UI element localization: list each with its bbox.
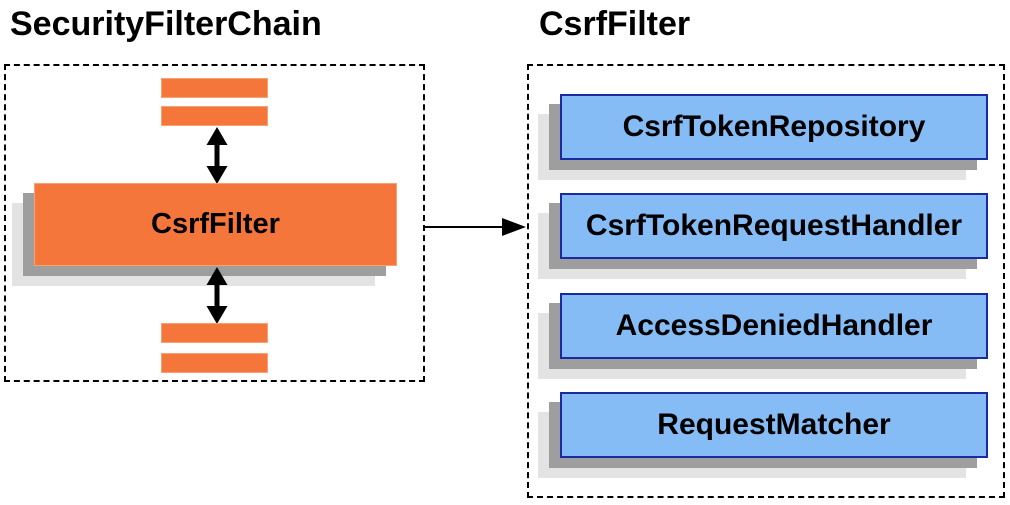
- filter-chain-bar: [161, 323, 268, 343]
- left-panel-title: SecurityFilterChain: [10, 5, 322, 43]
- component-request-matcher: RequestMatcher: [560, 392, 988, 458]
- right-panel-title: CsrfFilter: [539, 5, 691, 43]
- filter-chain-bar: [161, 78, 268, 98]
- double-arrow-up-down-icon: [206, 127, 228, 184]
- security-filter-chain-box: CsrfFilter: [4, 64, 425, 382]
- csrf-filter-detail-box: CsrfTokenRepository CsrfTokenRequestHand…: [527, 64, 1005, 498]
- component-access-denied-handler: AccessDeniedHandler: [560, 293, 988, 359]
- filter-chain-bar: [161, 106, 268, 126]
- component-csrf-token-request-handler: CsrfTokenRequestHandler: [560, 193, 988, 259]
- filter-chain-bar: [161, 353, 268, 373]
- csrf-filter-node: CsrfFilter: [34, 183, 397, 266]
- double-arrow-up-down-icon: [206, 267, 228, 324]
- component-csrf-token-repository: CsrfTokenRepository: [560, 94, 988, 160]
- arrow-right-icon: [424, 218, 526, 236]
